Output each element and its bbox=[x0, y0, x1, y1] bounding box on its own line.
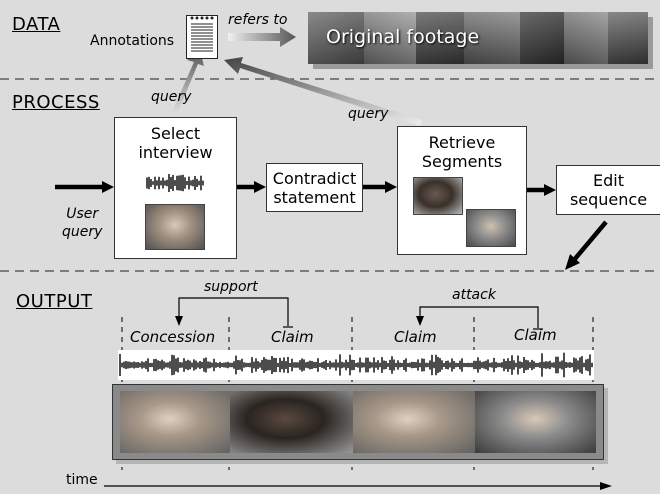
footage-frame bbox=[520, 12, 564, 64]
video-frame bbox=[353, 391, 475, 453]
annotations-label: Annotations bbox=[90, 33, 175, 49]
arrow-user-query bbox=[102, 181, 114, 193]
attack-bracket bbox=[419, 306, 539, 328]
retrieve-segments-box: Retrieve Segments bbox=[397, 126, 527, 255]
footage-label: Original footage bbox=[326, 26, 480, 48]
footage-frame bbox=[308, 12, 364, 64]
query-arrow-left bbox=[172, 50, 204, 114]
refers-to-arrow bbox=[228, 27, 296, 47]
segment-photo-2 bbox=[466, 209, 516, 247]
support-label: support bbox=[204, 279, 258, 295]
segment-label: Claim bbox=[394, 328, 437, 346]
contradict-statement-box: Contradict statement bbox=[266, 163, 363, 212]
retrieve-segments-label: Retrieve Segments bbox=[421, 133, 503, 171]
footage-frame bbox=[364, 12, 416, 64]
support-bracket bbox=[178, 297, 289, 326]
select-interview-label: Select interview bbox=[138, 124, 213, 162]
segment-label: Claim bbox=[271, 328, 314, 346]
edit-sequence-label: Edit sequence bbox=[569, 171, 648, 209]
segment-label: Claim bbox=[514, 326, 557, 344]
footage-frame bbox=[564, 12, 608, 64]
edit-sequence-box: Edit sequence bbox=[556, 165, 660, 215]
footage-frame bbox=[608, 12, 648, 64]
contradict-statement-label: Contradict statement bbox=[272, 169, 357, 207]
video-strip bbox=[112, 384, 604, 460]
footage-frame bbox=[464, 12, 520, 64]
query-label-left: query bbox=[151, 89, 192, 105]
user-query-label: User query bbox=[62, 206, 103, 240]
footage-frame bbox=[416, 12, 464, 64]
interviewee-photo bbox=[145, 204, 205, 250]
arrow-to-output bbox=[565, 254, 580, 270]
query-arrow-right bbox=[224, 57, 422, 126]
interview-waveform bbox=[146, 174, 204, 192]
segment-photo-1 bbox=[413, 177, 463, 215]
time-label: time bbox=[66, 472, 98, 488]
query-label-right: query bbox=[348, 106, 389, 122]
video-frame bbox=[475, 391, 596, 453]
segment-label: Concession bbox=[130, 328, 216, 346]
audio-waveform bbox=[119, 352, 593, 378]
section-process-label: PROCESS bbox=[12, 92, 100, 113]
attack-label: attack bbox=[452, 287, 496, 303]
video-frame bbox=[230, 391, 353, 453]
arrow-to-edit bbox=[544, 184, 556, 196]
section-data-label: DATA bbox=[12, 14, 61, 35]
arrow-to-contradict bbox=[254, 181, 266, 193]
notepad-icon bbox=[186, 15, 218, 59]
video-frame bbox=[120, 391, 230, 453]
original-footage-banner: Original footage bbox=[308, 12, 648, 64]
select-interview-box: Select interview bbox=[114, 117, 237, 259]
section-output-label: OUTPUT bbox=[16, 291, 93, 312]
refers-to-label: refers to bbox=[228, 12, 288, 28]
arrow-to-retrieve bbox=[385, 181, 397, 193]
